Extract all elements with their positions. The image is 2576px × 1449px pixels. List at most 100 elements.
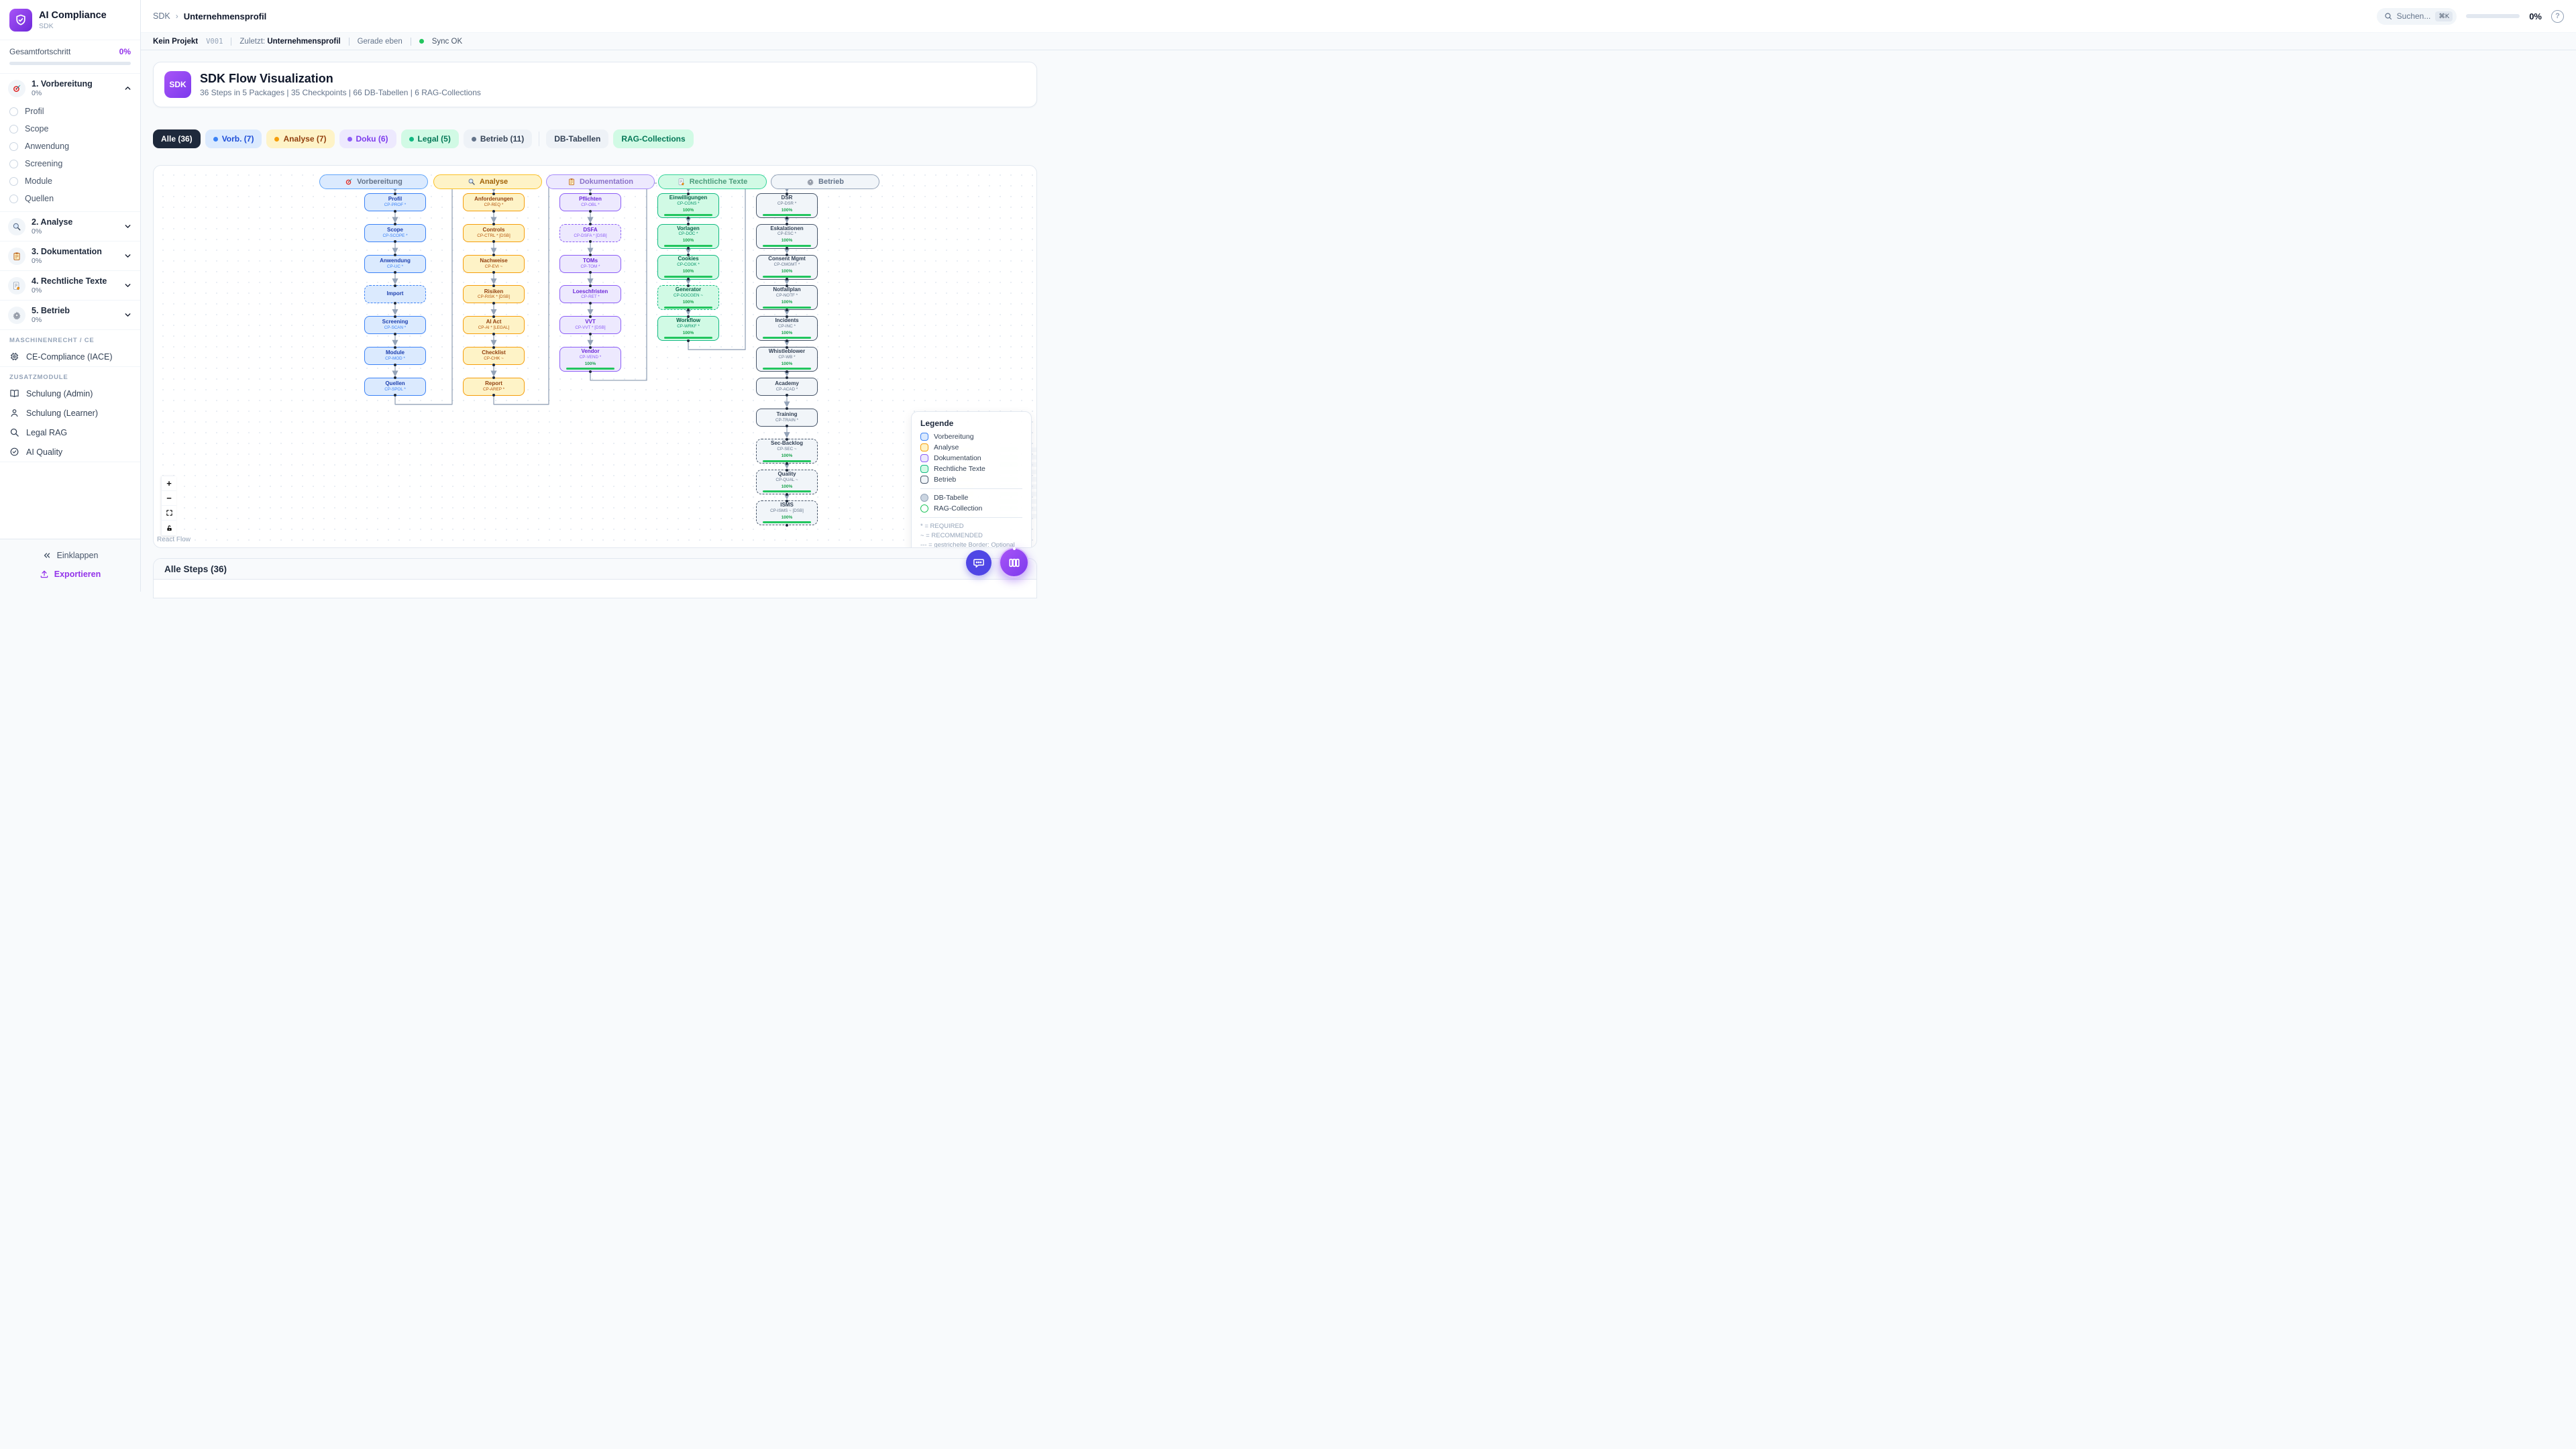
filter-dot xyxy=(347,136,352,142)
chat-button[interactable] xyxy=(966,550,991,576)
sidebar-item-scope[interactable]: Scope xyxy=(0,120,140,138)
node-progress-value: 100% xyxy=(682,330,694,335)
filter-db-tabellen[interactable]: DB-Tabellen xyxy=(546,129,609,148)
node-title: Controls xyxy=(482,226,505,233)
sidebar-item-schulung-learner[interactable]: Schulung (Learner) xyxy=(0,403,140,423)
filter-doku-6[interactable]: Doku (6) xyxy=(339,129,396,148)
node-title: Whistleblower xyxy=(768,347,806,354)
sidebar-item-anwendung[interactable]: Anwendung xyxy=(0,138,140,155)
help-icon[interactable]: ? xyxy=(2551,9,2564,23)
legend-circle xyxy=(920,504,928,513)
phase-progress: 0% xyxy=(32,286,42,294)
filter-legal-5[interactable]: Legal (5) xyxy=(400,129,459,148)
section-title-maschinenrecht-ce: MASCHINENRECHT / CE xyxy=(9,337,95,344)
sidebar-item-ai-quality[interactable]: AI Quality xyxy=(0,442,140,462)
package-header-dokumentation[interactable]: Dokumentation xyxy=(546,174,655,189)
chevron-down-icon xyxy=(123,311,132,319)
fit-view-button[interactable] xyxy=(162,506,176,521)
filter-alle-36[interactable]: Alle (36) xyxy=(153,129,201,148)
collapse-label: Einklappen xyxy=(56,551,99,560)
last-step-label: Zuletzt: xyxy=(239,37,266,46)
node-title: Loeschfristen xyxy=(572,288,608,294)
filter-vorb-7[interactable]: Vorb. (7) xyxy=(205,129,262,148)
package-header-vorbereitung[interactable]: Vorbereitung xyxy=(319,174,428,189)
react-flow-attribution[interactable]: React Flow xyxy=(157,536,191,543)
flow-controls: + − xyxy=(161,476,176,536)
node-code: CP-SPOL * xyxy=(384,386,406,392)
breadcrumb-root[interactable]: SDK xyxy=(153,11,170,21)
step-status-circle xyxy=(9,124,18,133)
flow-header-card: SDK SDK Flow Visualization 36 Steps in 5… xyxy=(153,62,1037,107)
sidebar-item-module[interactable]: Module xyxy=(0,172,140,190)
zoom-in-button[interactable]: + xyxy=(162,476,176,491)
export-button[interactable]: Exportieren xyxy=(0,565,140,584)
filter-analyse-7[interactable]: Analyse (7) xyxy=(266,129,335,148)
app-subtitle: SDK xyxy=(39,21,54,30)
person-icon xyxy=(9,408,19,418)
sidebar-item-profil[interactable]: Profil xyxy=(0,103,140,120)
package-header-analyse[interactable]: Analyse xyxy=(433,174,542,189)
target-icon xyxy=(8,79,25,97)
node-title: Quellen xyxy=(385,380,405,386)
flow-node-import[interactable]: Import xyxy=(364,284,426,305)
package-header-rechtliche-texte[interactable]: Rechtliche Texte xyxy=(658,174,767,189)
sidebar-item-quellen[interactable]: Quellen xyxy=(0,190,140,207)
search-input[interactable]: Suchen... ⌘K xyxy=(2376,7,2457,25)
columns-panel-button[interactable] xyxy=(999,547,1029,578)
filter-rag-collections[interactable]: RAG-Collections xyxy=(613,129,694,148)
sidebar-item-legal-rag[interactable]: Legal RAG xyxy=(0,423,140,442)
sidebar-item-ce-compliance-iace[interactable]: CE-Compliance (IACE) xyxy=(0,347,140,366)
sidebar-item-schulung-admin[interactable]: Schulung (Admin) xyxy=(0,384,140,403)
app-brand[interactable]: AI Compliance SDK xyxy=(0,0,140,40)
collapse-sidebar-button[interactable]: Einklappen xyxy=(0,546,140,565)
zoom-out-button[interactable]: − xyxy=(162,491,176,506)
filter-betrieb-11[interactable]: Betrieb (11) xyxy=(463,129,533,148)
sidebar-item-screening[interactable]: Screening xyxy=(0,155,140,172)
package-header-betrieb[interactable]: Betrieb xyxy=(771,174,879,189)
node-title: Checklist xyxy=(482,350,506,356)
section-title-zusatzmodule: ZUSATZMODULE xyxy=(9,374,68,381)
lock-button[interactable] xyxy=(162,521,176,535)
